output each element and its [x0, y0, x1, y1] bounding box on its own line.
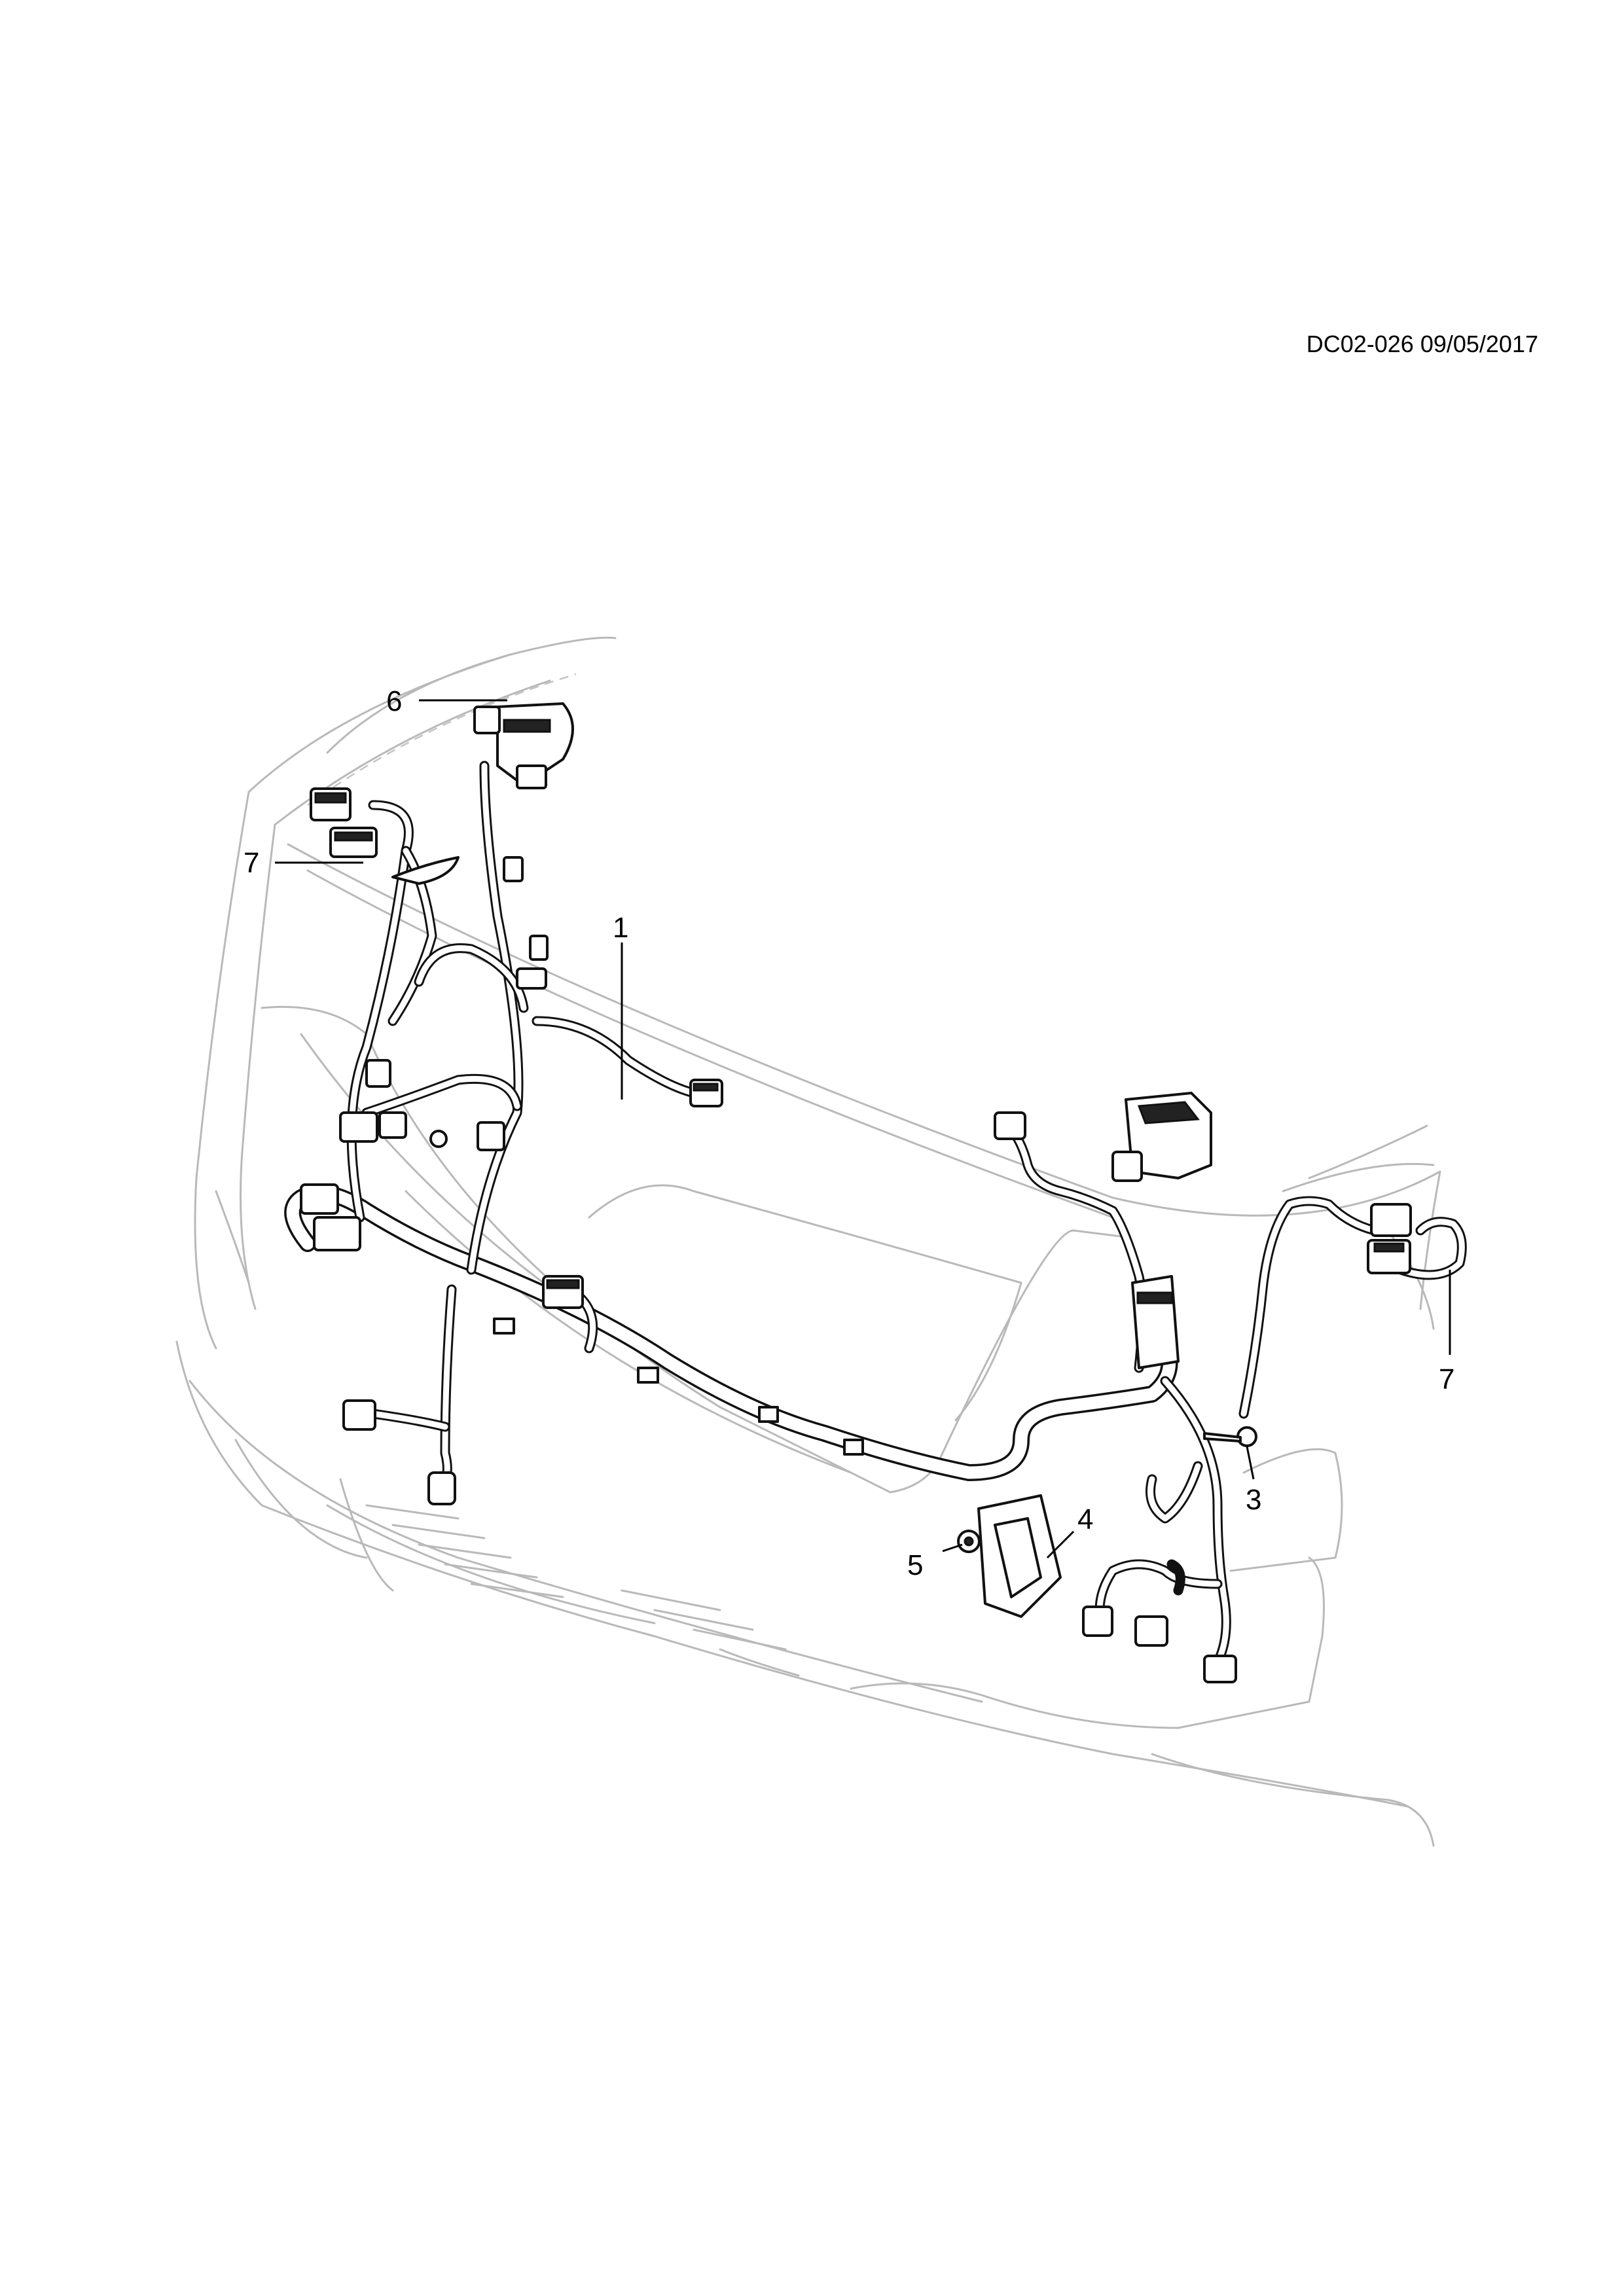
callout-7-right: 7	[1439, 1363, 1454, 1395]
callout-4-leader	[1046, 1530, 1075, 1559]
connector-lower-left-b	[427, 1471, 456, 1505]
main-harness-trunk	[284, 1185, 1178, 1481]
connector-left-front-b	[313, 1216, 361, 1251]
trunk-clip-2	[637, 1367, 659, 1384]
trunk-clip-3	[758, 1406, 779, 1423]
connector-left-mid-b	[339, 1111, 378, 1143]
connector-right-upper	[994, 1111, 1026, 1140]
bulkhead-connector-face	[503, 719, 551, 733]
ground-eyelet-left	[429, 1130, 448, 1148]
callout-6: 6	[386, 685, 402, 717]
harness-clip-b	[529, 935, 549, 961]
connector-mid-upper	[516, 967, 547, 990]
connector-left-mid	[365, 1059, 391, 1088]
connector-left-front	[300, 1183, 339, 1215]
connector-left-mid-c	[378, 1111, 407, 1139]
connector-right-upper-pair-a	[1370, 1203, 1412, 1237]
harness-clip-a	[503, 856, 524, 882]
callout-5: 5	[907, 1549, 923, 1581]
callout-3: 3	[1246, 1484, 1261, 1516]
connector-left-upper-latch	[314, 792, 347, 804]
vehicle-body-outline	[175, 636, 1441, 1847]
harness-connectors	[300, 702, 1412, 1683]
relay-box-connector	[1111, 1151, 1143, 1182]
connector-center-front	[477, 1121, 505, 1151]
retaining-nut-hole	[964, 1536, 974, 1547]
trunk-clip-4	[843, 1439, 864, 1456]
callout-4: 4	[1077, 1503, 1093, 1535]
electronic-module-face	[1136, 1291, 1173, 1304]
diagram-reference-code: DC02-026 09/05/2017	[1306, 331, 1538, 357]
callout-7-left: 7	[244, 847, 259, 879]
connector-trunk-middle-latch	[546, 1279, 580, 1289]
electronic-module	[1131, 1275, 1180, 1369]
connector-lower-right-c	[1203, 1655, 1237, 1683]
ground-bolt-shank	[1203, 1432, 1242, 1443]
harness-clip-left	[391, 856, 460, 885]
connector-right-pair-latch	[1373, 1242, 1405, 1253]
connector-lower-right-b	[1134, 1615, 1168, 1647]
connector-harness-end-latch	[693, 1083, 719, 1092]
connector-six-lower	[516, 764, 547, 789]
harness-bracket-inner	[994, 1517, 1042, 1598]
callout-labels: 1 3 4 5 6 7 7	[244, 685, 1454, 1581]
connector-lower-right-a	[1082, 1605, 1113, 1637]
callout-5-leader	[942, 1543, 963, 1552]
trunk-clip-1	[493, 1318, 515, 1335]
callout-3-leader	[1246, 1446, 1255, 1480]
connector-lower-left	[342, 1399, 376, 1431]
connector-six	[473, 706, 501, 734]
callout-1: 1	[613, 912, 628, 944]
relay-box-cover	[1137, 1101, 1200, 1124]
connector-left-lower-latch	[334, 831, 373, 842]
